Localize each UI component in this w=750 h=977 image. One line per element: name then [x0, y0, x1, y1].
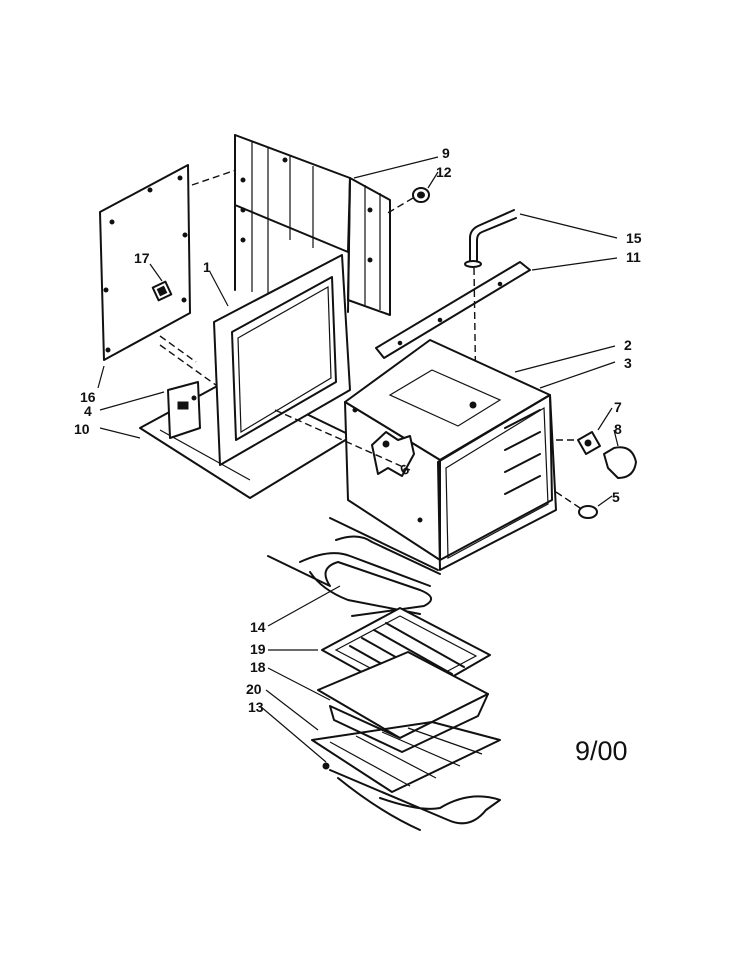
- callout-labels: 9 12 17 1 15 11 2 3 16 4 10 7 8 6 5 14 1…: [74, 145, 642, 715]
- part-4-bracket: [167, 381, 201, 439]
- callout-1: 1: [203, 259, 211, 275]
- callout-14: 14: [250, 619, 266, 635]
- callout-5: 5: [612, 489, 620, 505]
- callout-3: 3: [624, 355, 632, 371]
- callout-10: 10: [74, 421, 90, 437]
- callout-17: 17: [134, 250, 150, 266]
- callout-13: 13: [248, 699, 264, 715]
- part-7-lamp-socket: [577, 431, 601, 455]
- part-8-light-bulb: [556, 439, 637, 479]
- part-14-bake-element: [267, 517, 441, 617]
- part-12-grommet: [385, 187, 430, 215]
- part-11-trim-bar: [375, 261, 531, 359]
- part-18-broiler-pan: [317, 651, 489, 753]
- part-1-front-frame: [213, 254, 351, 466]
- callout-11: 11: [626, 249, 641, 265]
- leader-lines: [97, 156, 619, 763]
- callout-8: 8: [614, 421, 622, 437]
- part-16-insulation-panel: [99, 164, 237, 363]
- date-code: 9/00: [575, 736, 628, 766]
- callout-16: 16: [80, 389, 96, 405]
- callout-7: 7: [614, 399, 622, 415]
- part-5-plug-button: [555, 491, 598, 519]
- callout-4: 4: [84, 403, 92, 419]
- callout-18: 18: [250, 659, 266, 675]
- callout-20: 20: [246, 681, 262, 697]
- part-17-connector: [151, 280, 173, 302]
- liner-rack-slots: [504, 409, 541, 495]
- callout-19: 19: [250, 641, 266, 657]
- part-13-rack-slide: [322, 762, 501, 831]
- callout-2: 2: [624, 337, 632, 353]
- callout-12: 12: [436, 164, 452, 180]
- callout-9: 9: [442, 145, 450, 161]
- part-3-door-gasket: [437, 394, 557, 571]
- callout-15: 15: [626, 230, 642, 246]
- part-20-oven-rack: [311, 721, 501, 793]
- part-9-outer-wrapper: [234, 134, 391, 316]
- part-6-vent-cover: [274, 409, 415, 477]
